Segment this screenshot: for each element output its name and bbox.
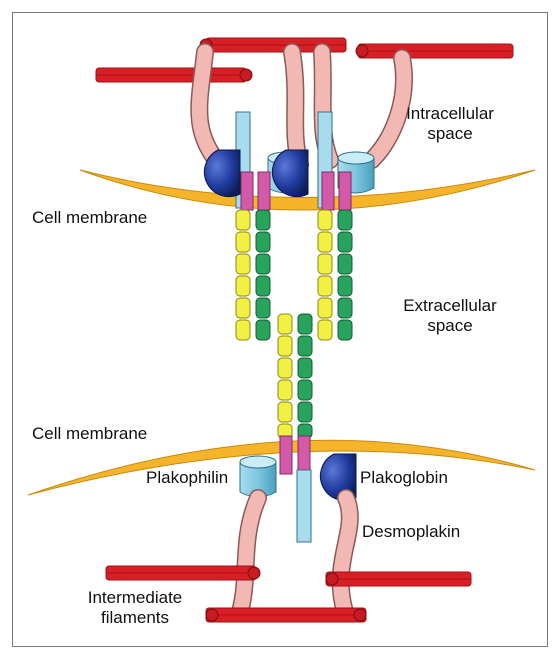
- stalk-bottom: [297, 470, 311, 542]
- desmocollin-chain: [338, 210, 352, 340]
- filament-bundle: [356, 44, 513, 58]
- label-intracellular-line2: space: [400, 124, 500, 144]
- label-desmoplakin: Desmoplakin: [362, 522, 460, 542]
- filament-bundle: [106, 566, 260, 580]
- desmocollin-chain: [298, 314, 312, 438]
- filament-bundle: [326, 572, 471, 586]
- label-intracellular-line1: Intracellular: [400, 104, 500, 124]
- cadherin-chains-lower: [278, 314, 312, 438]
- label-plakoglobin: Plakoglobin: [360, 468, 448, 488]
- label-intermediate-filaments: Intermediate filaments: [80, 588, 190, 629]
- desmoplakin-bottom: [240, 498, 350, 612]
- cadherin-chains-upper: [236, 210, 352, 340]
- desmoglein-chain: [318, 210, 332, 340]
- plakoglobin-top: [204, 150, 308, 197]
- filament-bundle: [206, 608, 366, 622]
- label-cell-membrane-bottom: Cell membrane: [32, 424, 147, 444]
- label-plakophilin: Plakophilin: [146, 468, 228, 488]
- intermediate-filaments-top: [96, 38, 513, 82]
- label-intermediate-line1: Intermediate: [80, 588, 190, 608]
- label-extracellular-line2: space: [400, 316, 500, 336]
- desmoglein-chain: [236, 210, 250, 340]
- filament-bundle: [96, 68, 252, 82]
- label-extracellular-line1: Extracellular: [400, 296, 500, 316]
- label-cell-membrane-top: Cell membrane: [32, 208, 147, 228]
- label-intermediate-line2: filaments: [80, 608, 190, 628]
- desmocollin-chain: [256, 210, 270, 340]
- label-intracellular-space: Intracellular space: [400, 104, 500, 145]
- label-extracellular-space: Extracellular space: [400, 296, 500, 337]
- desmoglein-chain: [278, 314, 292, 438]
